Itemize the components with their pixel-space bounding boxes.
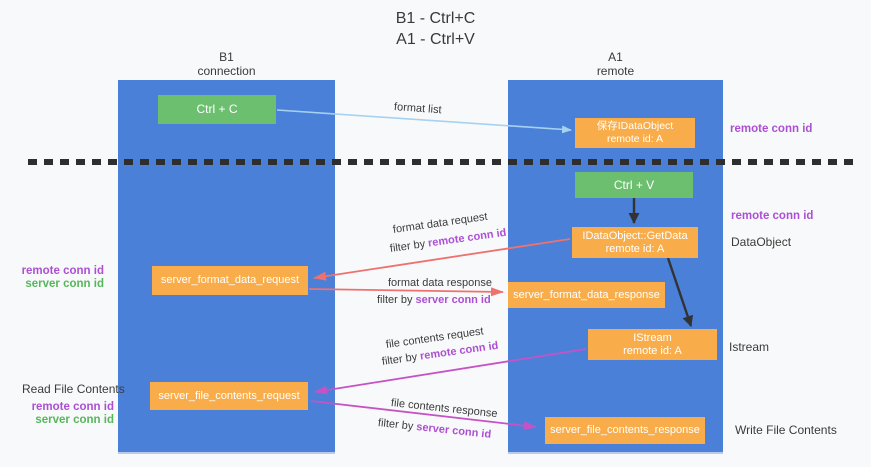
- label-istream: Istream: [729, 340, 770, 354]
- node-server-file-contents-response-label: server_file_contents_response: [550, 424, 700, 436]
- label-server-conn-id-left2: server conn id: [35, 414, 114, 426]
- node-ctrl-v: Ctrl + V: [575, 172, 693, 198]
- filter-key-server-conn-id: server conn id: [415, 294, 491, 306]
- edge-label-format-data-response: format data response: [388, 277, 492, 289]
- lane-header-b1: B1 connection: [118, 50, 335, 78]
- label-dataobject: DataObject: [731, 235, 792, 249]
- diagram-title: B1 - Ctrl+C A1 - Ctrl+V: [0, 8, 871, 50]
- edge-label-file-contents-response: file contents response: [390, 397, 499, 421]
- lane-b1-name: B1: [219, 50, 234, 64]
- node-server-file-contents-request-label: server_file_contents_request: [158, 389, 300, 402]
- diagram-title-line1: B1 - Ctrl+C: [395, 10, 476, 27]
- edge-label-filter-format-response: filter by server conn id: [377, 294, 491, 306]
- node-server-format-data-request: server_format_data_request: [152, 266, 308, 295]
- filter-key-server-conn-id: server conn id: [415, 421, 492, 441]
- filter-by-prefix: filter by: [389, 237, 429, 255]
- label-group-format-conn-ids: remote conn id server conn id: [18, 265, 104, 291]
- filter-by-prefix: filter by: [381, 350, 421, 368]
- node-ctrl-v-label: Ctrl + V: [613, 177, 655, 192]
- label-write-file-contents: Write File Contents: [735, 423, 837, 437]
- filter-by-prefix: filter by: [377, 417, 417, 433]
- node-server-format-data-response: server_format_data_response: [508, 282, 665, 308]
- label-group-file-conn-ids: remote conn id server conn id: [28, 401, 114, 427]
- filter-by-prefix: filter by: [377, 294, 416, 306]
- lane-a1-name: A1: [608, 50, 623, 64]
- lane-a1-role: remote: [596, 64, 635, 78]
- lane-b1-role: connection: [197, 64, 256, 78]
- label-read-file-contents: Read File Contents: [22, 382, 125, 396]
- node-server-format-data-request-label: server_format_data_request: [160, 274, 300, 286]
- label-remote-conn-id-left1: remote conn id: [21, 265, 104, 277]
- lane-header-a1: A1 remote: [508, 50, 723, 78]
- label-remote-conn-id-mid: remote conn id: [731, 210, 814, 222]
- node-server-file-contents-response: server_file_contents_response: [545, 417, 705, 444]
- phase-divider-dashed-line: [28, 159, 858, 165]
- arrow-format-data-response: [308, 287, 504, 297]
- diagram-title-line2: A1 - Ctrl+V: [396, 31, 475, 48]
- label-remote-conn-id-left2: remote conn id: [31, 401, 114, 413]
- edge-label-filter-file-response: filter by server conn id: [377, 417, 491, 441]
- edge-label-format-list: format list: [393, 101, 442, 117]
- filter-key-remote-conn-id: remote conn id: [427, 226, 508, 250]
- node-server-format-data-response-label: server_format_data_response: [513, 288, 660, 301]
- node-server-file-contents-request: server_file_contents_request: [150, 382, 308, 410]
- label-remote-conn-id-top: remote conn id: [730, 123, 813, 135]
- label-server-conn-id-left1: server conn id: [25, 278, 104, 290]
- node-ctrl-c-label: Ctrl + C: [196, 102, 238, 116]
- node-ctrl-c: Ctrl + C: [158, 95, 276, 124]
